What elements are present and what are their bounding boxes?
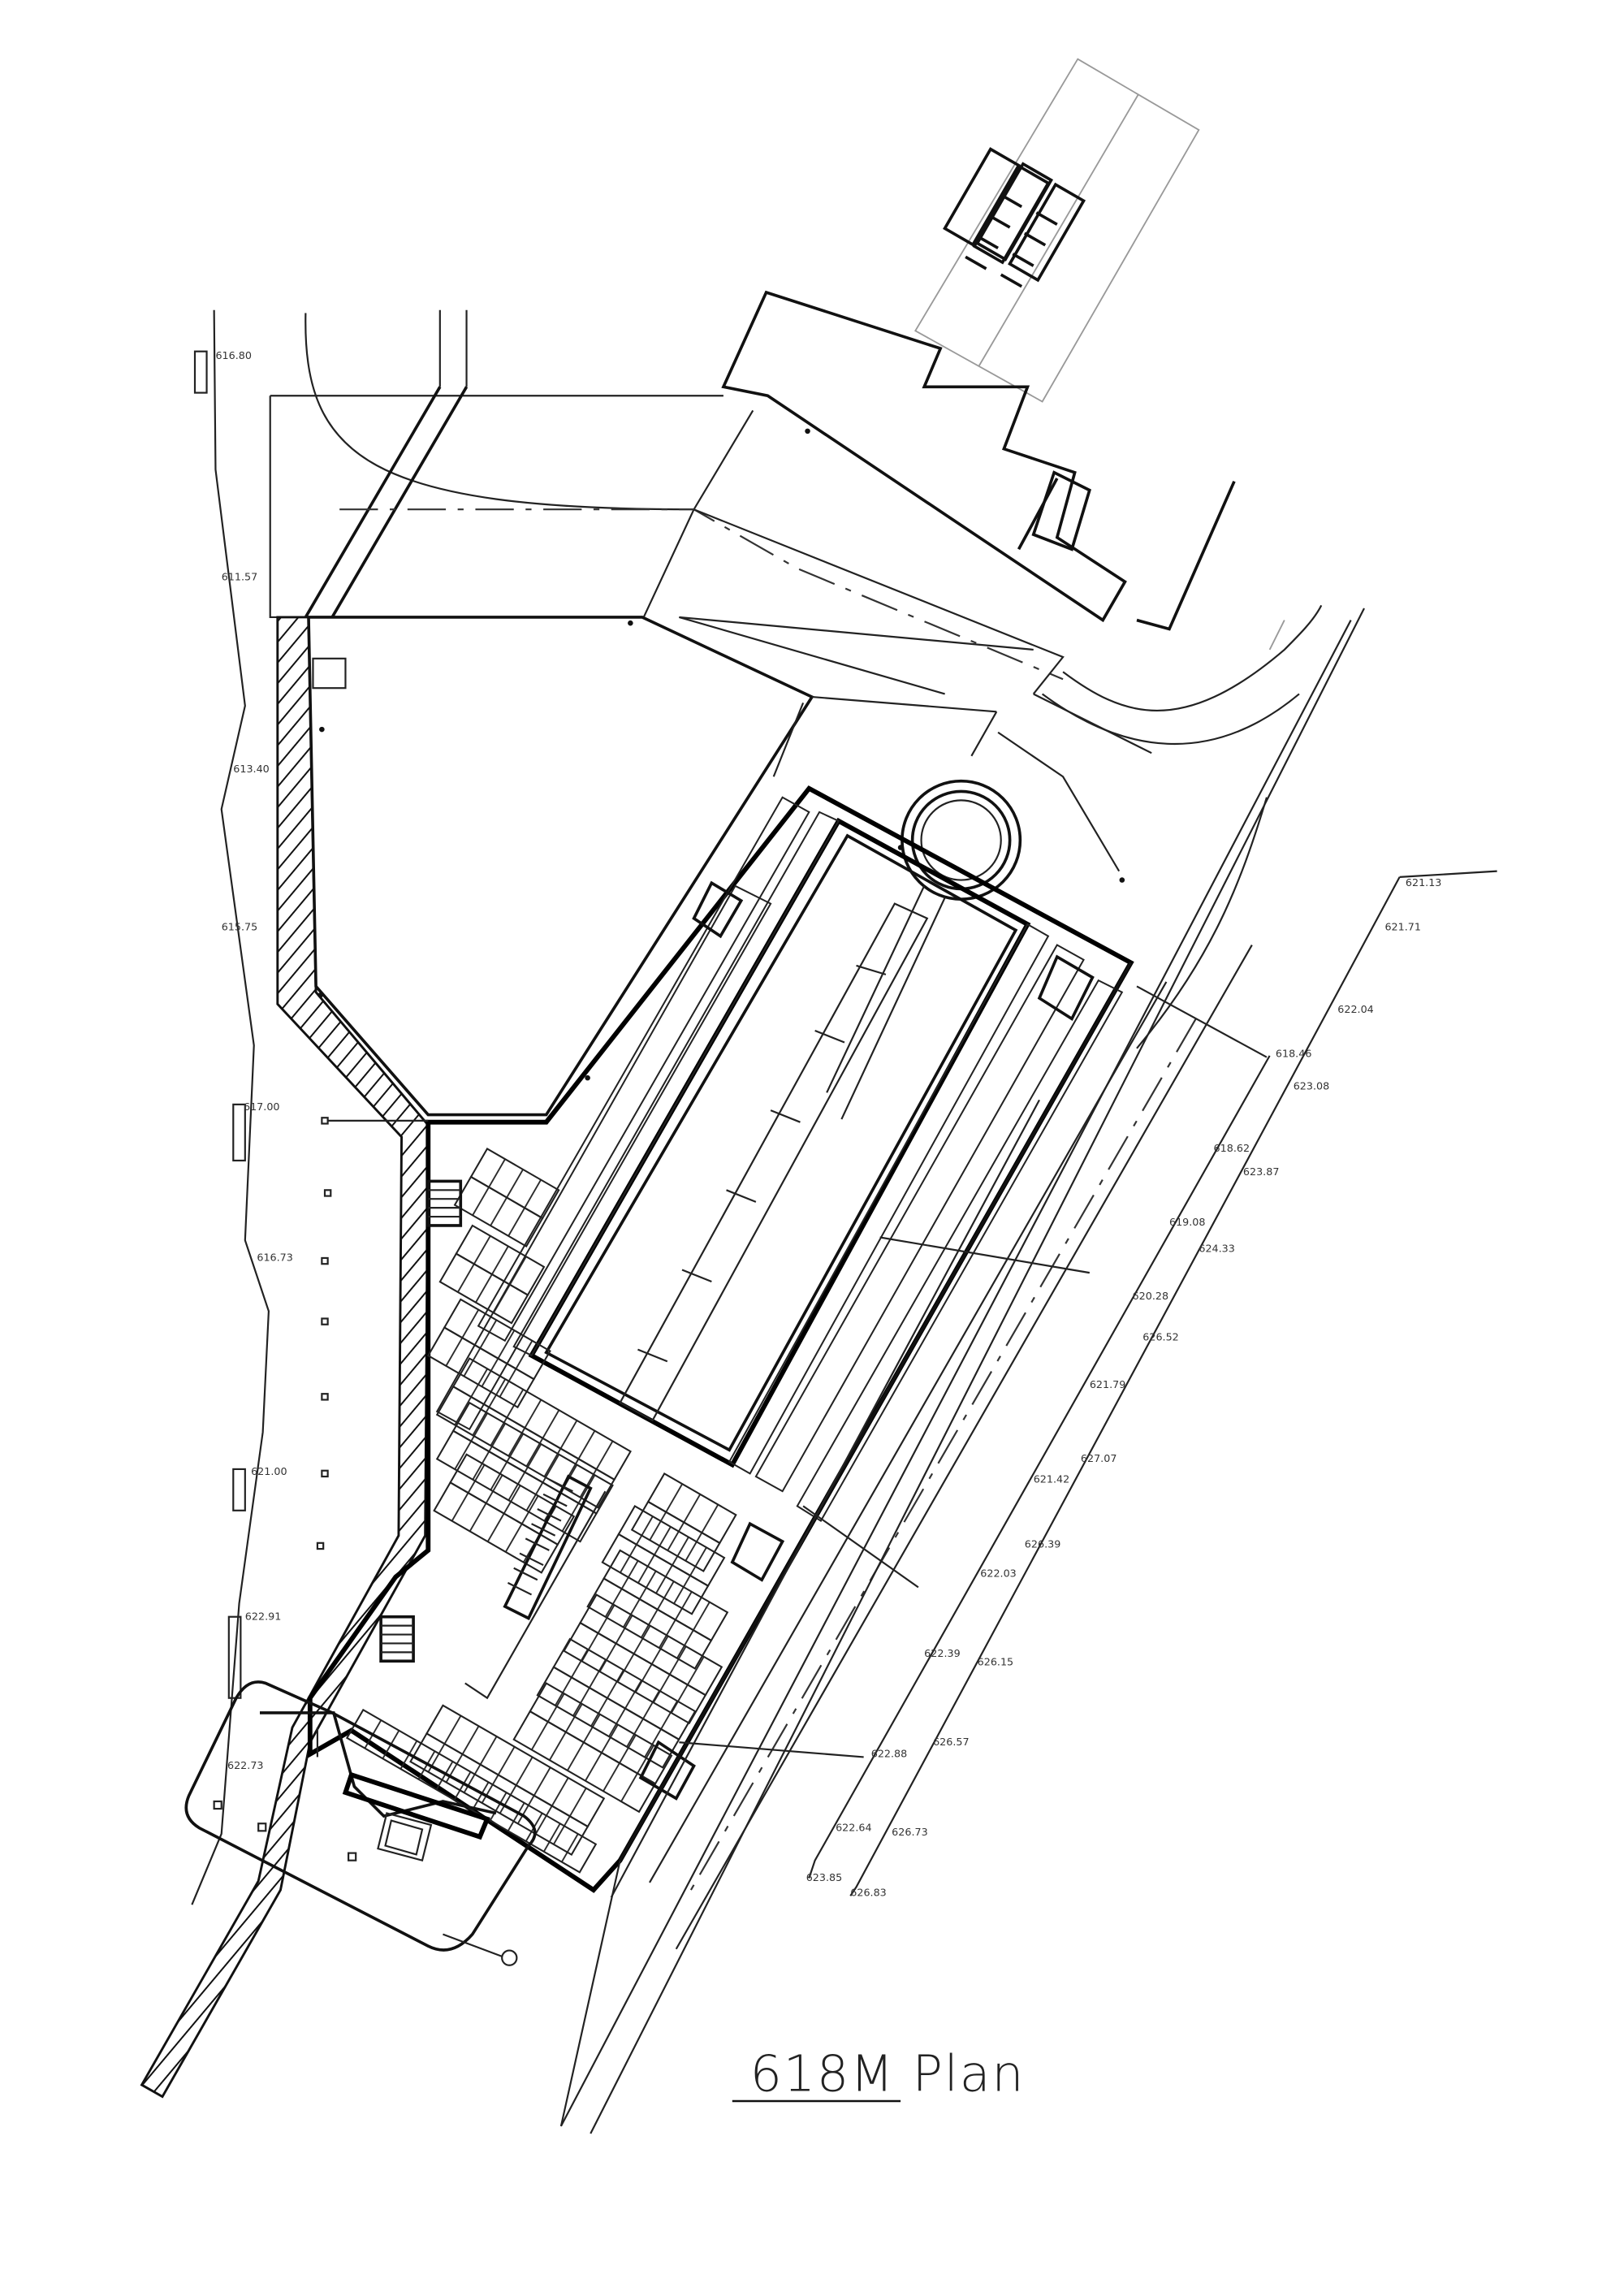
level-label: 621.71 bbox=[1384, 920, 1421, 932]
level-label: 623.87 bbox=[1243, 1165, 1280, 1178]
level-label: 615.75 bbox=[222, 920, 258, 932]
level-label: 622.03 bbox=[980, 1567, 1017, 1580]
east-road bbox=[559, 608, 1365, 2134]
level-label: 616.73 bbox=[257, 1252, 293, 1264]
level-label: 613.40 bbox=[233, 763, 270, 775]
level-label: 621.13 bbox=[1406, 876, 1442, 889]
level-label: 626.83 bbox=[850, 1886, 887, 1898]
level-label: 624.33 bbox=[1199, 1243, 1235, 1255]
level-label: 622.39 bbox=[924, 1647, 961, 1659]
level-label: 622.73 bbox=[227, 1759, 264, 1771]
west-retaining-wall bbox=[140, 616, 430, 2099]
west-level-labels: 616.80 611.57 613.40 615.75 617.00 616.7… bbox=[215, 349, 292, 1771]
level-label: 623.85 bbox=[806, 1871, 843, 1883]
level-label: 623.08 bbox=[1294, 1080, 1330, 1092]
internal-ramp bbox=[464, 1474, 607, 1700]
level-label: 627.07 bbox=[1081, 1452, 1117, 1464]
level-label: 619.08 bbox=[1169, 1216, 1206, 1228]
level-label: 616.80 bbox=[215, 349, 252, 361]
level-label: 626.73 bbox=[892, 1826, 928, 1838]
east-wing-stalls bbox=[728, 923, 1124, 1522]
level-label: 618.62 bbox=[1214, 1142, 1250, 1154]
east-inner-level-labels: 618.46 618.62 619.08 620.28 621.79 621.4… bbox=[806, 1048, 1312, 1883]
plan-title-block: 618M Plan bbox=[732, 2044, 1026, 2103]
upper-road bbox=[269, 309, 1323, 755]
level-label: 622.04 bbox=[1337, 1003, 1374, 1015]
entry-building bbox=[721, 290, 1236, 631]
level-label: 622.88 bbox=[871, 1747, 908, 1759]
stair-cores bbox=[379, 880, 1095, 1801]
level-label: 622.64 bbox=[836, 1821, 872, 1833]
level-label: 621.00 bbox=[251, 1465, 287, 1477]
level-label: 617.00 bbox=[244, 1100, 280, 1113]
level-label: 626.15 bbox=[978, 1656, 1014, 1668]
east-contour bbox=[808, 870, 1497, 1896]
south-pavilion bbox=[184, 1680, 537, 1966]
survey-points bbox=[317, 428, 1125, 1081]
west-bollards bbox=[316, 1117, 332, 1550]
level-label: 611.57 bbox=[222, 570, 258, 582]
east-outer-level-labels: 621.13 621.71 622.04 623.08 623.87 624.3… bbox=[850, 876, 1441, 1899]
level-label: 621.79 bbox=[1090, 1378, 1126, 1390]
level-label: 618.46 bbox=[1276, 1048, 1312, 1060]
level-label: 626.39 bbox=[1025, 1537, 1061, 1550]
podium-outline bbox=[307, 616, 1121, 1117]
level-label: 626.57 bbox=[933, 1736, 970, 1748]
level-label: 622.91 bbox=[245, 1610, 282, 1622]
north-apron bbox=[914, 58, 1200, 403]
level-label: 620.28 bbox=[1133, 1290, 1169, 1302]
north-stall-block bbox=[943, 147, 1086, 288]
level-label: 621.42 bbox=[1034, 1472, 1070, 1485]
parking-deck bbox=[307, 785, 1134, 1893]
level-label: 626.52 bbox=[1142, 1331, 1179, 1343]
plan-title: 618M Plan bbox=[750, 2044, 1026, 2103]
